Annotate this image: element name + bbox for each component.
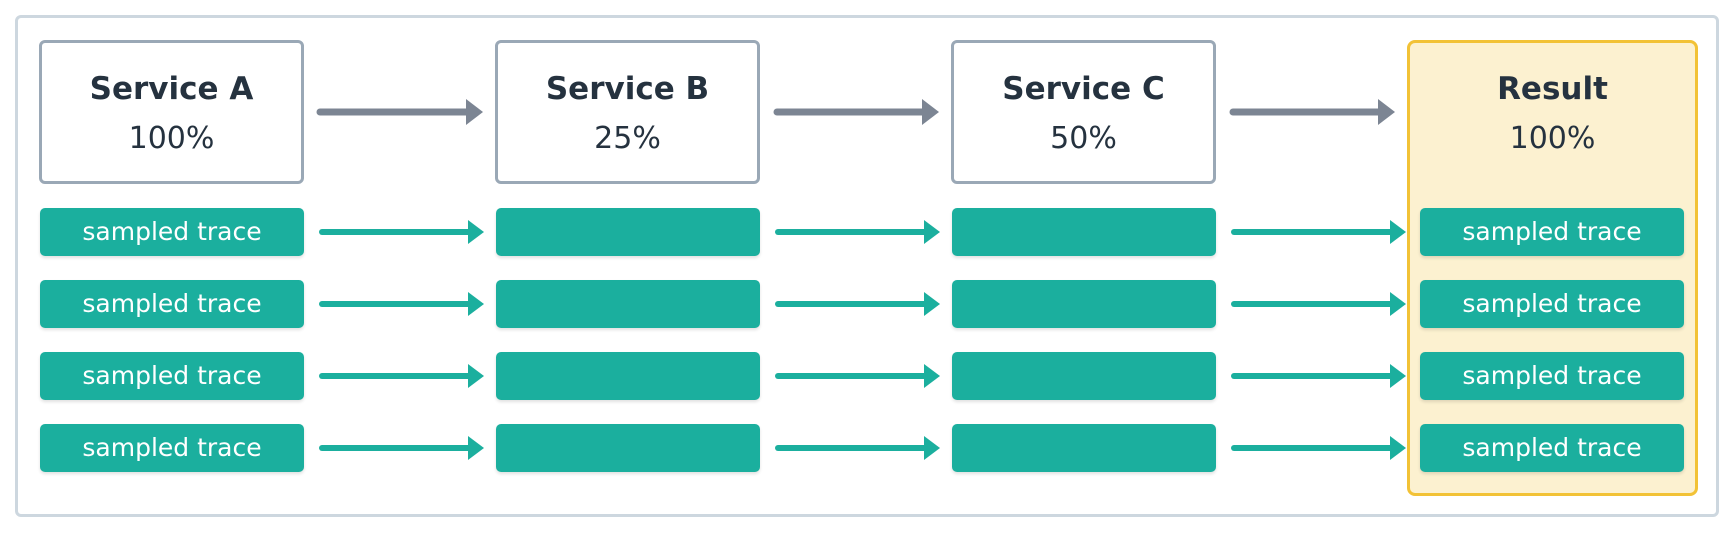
service-b-title: Service B bbox=[545, 71, 710, 107]
trace-arrow-row2-c-to-result bbox=[1231, 292, 1406, 316]
trace-bar-row3-service-a: sampled trace bbox=[40, 352, 304, 400]
trace-bar-row1-result: sampled trace bbox=[1420, 208, 1684, 256]
trace-bar-row3-service-c bbox=[952, 352, 1216, 400]
service-a-title: Service A bbox=[89, 71, 254, 107]
trace-bar-row4-service-a: sampled trace bbox=[40, 424, 304, 472]
trace-bar-row1-service-a: sampled trace bbox=[40, 208, 304, 256]
trace-bar-row2-result: sampled trace bbox=[1420, 280, 1684, 328]
service-c-title: Service C bbox=[1002, 71, 1165, 107]
trace-bar-row1-service-c bbox=[952, 208, 1216, 256]
trace-arrow-row4-b-to-c bbox=[775, 436, 940, 460]
trace-bar-row3-result: sampled trace bbox=[1420, 352, 1684, 400]
service-c-percent: 50% bbox=[1050, 121, 1117, 156]
trace-arrow-row2-b-to-c bbox=[775, 292, 940, 316]
service-a-percent: 100% bbox=[128, 121, 215, 156]
result-panel bbox=[1407, 40, 1698, 496]
trace-bar-row3-service-b bbox=[496, 352, 760, 400]
header-arrow-b-to-c bbox=[773, 99, 939, 125]
trace-arrow-row3-c-to-result bbox=[1231, 364, 1406, 388]
trace-bar-row4-service-b bbox=[496, 424, 760, 472]
trace-arrow-row3-b-to-c bbox=[775, 364, 940, 388]
result-header: Result 100% bbox=[1407, 40, 1698, 184]
header-arrow-c-to-result bbox=[1229, 99, 1395, 125]
trace-arrow-row3-a-to-b bbox=[319, 364, 484, 388]
trace-bar-row4-service-c bbox=[952, 424, 1216, 472]
trace-bar-row2-service-b bbox=[496, 280, 760, 328]
trace-bar-row1-service-b bbox=[496, 208, 760, 256]
service-c-box: Service C 50% bbox=[951, 40, 1216, 184]
result-percent: 100% bbox=[1509, 121, 1596, 156]
trace-bar-row2-service-a: sampled trace bbox=[40, 280, 304, 328]
trace-arrow-row4-a-to-b bbox=[319, 436, 484, 460]
service-b-percent: 25% bbox=[594, 121, 661, 156]
trace-arrow-row2-a-to-b bbox=[319, 292, 484, 316]
service-b-box: Service B 25% bbox=[495, 40, 760, 184]
result-title: Result bbox=[1497, 71, 1608, 107]
trace-bar-row4-result: sampled trace bbox=[1420, 424, 1684, 472]
trace-arrow-row1-b-to-c bbox=[775, 220, 940, 244]
trace-bar-row2-service-c bbox=[952, 280, 1216, 328]
service-a-box: Service A 100% bbox=[39, 40, 304, 184]
trace-arrow-row4-c-to-result bbox=[1231, 436, 1406, 460]
header-arrow-a-to-b bbox=[316, 99, 483, 125]
trace-arrow-row1-c-to-result bbox=[1231, 220, 1406, 244]
trace-arrow-row1-a-to-b bbox=[319, 220, 484, 244]
